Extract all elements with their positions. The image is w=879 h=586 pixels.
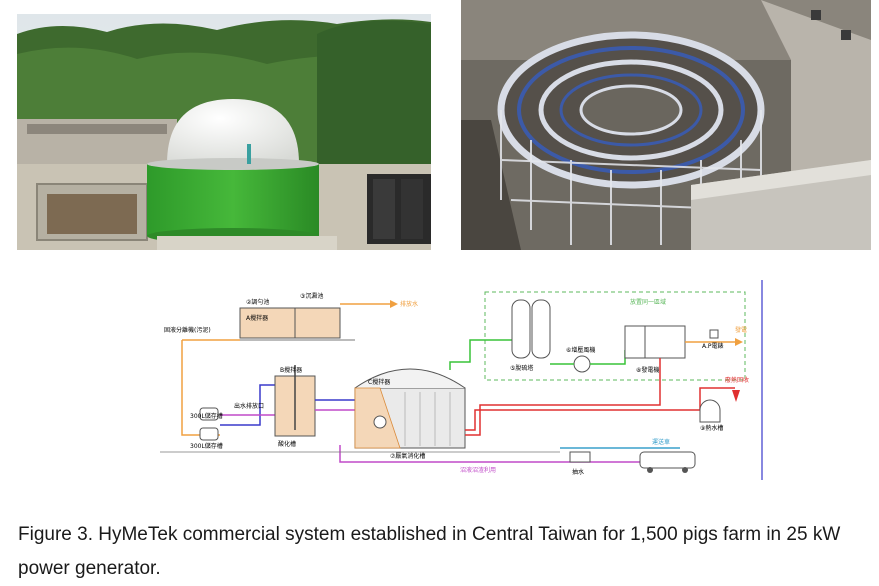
generator xyxy=(624,325,686,359)
label-pump: 抽水 xyxy=(572,468,584,476)
label-power-out: 發電 xyxy=(735,326,747,334)
label-acid-tank: 酸化槽 xyxy=(278,440,296,448)
label-meter: A.P電錶 xyxy=(702,342,724,350)
label-generator: ⑧發電機 xyxy=(636,366,659,374)
label-desulfur: ⑤脫硫塔 xyxy=(510,364,533,372)
label-mixer-a: A攪拌器 xyxy=(246,314,268,322)
power-meter xyxy=(709,329,719,339)
figure-caption: Figure 3. HyMeTek commercial system esta… xyxy=(18,524,841,579)
equalization-tank xyxy=(239,307,296,339)
genset-zone-box xyxy=(484,291,746,381)
transport-truck xyxy=(639,451,696,469)
desulfurizer-tower-1 xyxy=(511,299,531,359)
outlet-pit xyxy=(569,451,591,463)
label-water-tank: ⑨熱水槽 xyxy=(700,424,723,432)
construction-site-photo-graphic xyxy=(461,0,871,250)
label-discharge: 排放水 xyxy=(400,300,418,308)
label-tank-2: ②調勻池 xyxy=(246,298,269,306)
label-digestate: 沼液沼渣利用 xyxy=(460,466,496,474)
label-solid-separator: 固液分離機(污泥) xyxy=(164,326,211,334)
process-flow-diagram: ②調勻池 ③沉澱池 排放水 固液分離機(污泥) A攪拌器 B攪拌器 C攪拌器 ⑦… xyxy=(160,280,772,480)
label-storage-1: 300L儲存槽 xyxy=(190,412,223,420)
label-zone: 放置同一區域 xyxy=(630,298,666,306)
hot-water-tank xyxy=(699,399,721,423)
label-truck: 運送車 xyxy=(652,438,670,446)
storage-tank-1 xyxy=(199,407,219,421)
label-outlet: 出水排放口 xyxy=(234,402,264,410)
biogas-plant-photo xyxy=(17,14,431,250)
settling-tank xyxy=(294,307,341,339)
process-flow-graphic: ②調勻池 ③沉澱池 排放水 固液分離機(污泥) A攪拌器 B攪拌器 C攪拌器 ⑦… xyxy=(160,280,763,480)
biogas-plant-photo-graphic xyxy=(17,14,431,250)
blower xyxy=(573,355,591,373)
digester-dome xyxy=(354,368,466,389)
construction-site-photo xyxy=(461,0,871,250)
label-digester-mixer: C攪拌器 xyxy=(368,378,390,386)
label-digester: ⑦厭氣消化槽 xyxy=(390,452,425,460)
label-heat-recovery: 廢熱回收 xyxy=(725,376,749,384)
label-mixer-b: B攪拌器 xyxy=(280,366,302,374)
label-tank-3: ③沉澱池 xyxy=(300,292,323,300)
label-storage-2: 300L儲存槽 xyxy=(190,442,223,450)
storage-tank-2 xyxy=(199,427,219,441)
label-blower: ⑥增壓風機 xyxy=(566,346,595,354)
desulfurizer-tower-2 xyxy=(531,299,551,359)
